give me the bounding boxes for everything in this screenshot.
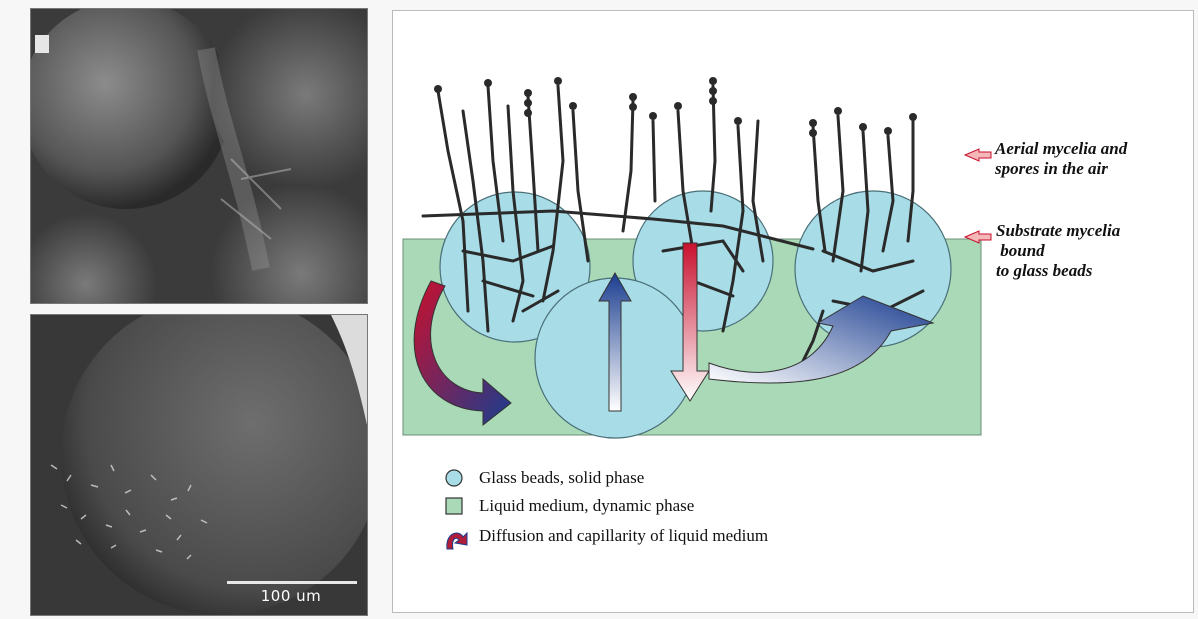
annotation-substrate-mycelia: Substrate mycelia bound to glass beads (996, 221, 1120, 281)
legend-item-diffusion: Diffusion and capillarity of liquid medi… (445, 525, 768, 547)
legend-item-liquid-medium: Liquid medium, dynamic phase (445, 495, 694, 517)
legend-item-glass-beads: Glass beads, solid phase (445, 467, 644, 489)
legend-label: Diffusion and capillarity of liquid medi… (479, 526, 768, 546)
pointer-arrow-aerial (965, 149, 991, 161)
spore-chains (434, 77, 917, 137)
schematic-svg (393, 11, 1195, 614)
annotation-aerial-mycelia: Aerial mycelia and spores in the air (995, 139, 1127, 179)
schematic-diagram-panel: Aerial mycelia and spores in the air Sub… (392, 10, 1194, 613)
sem-micrograph-top (30, 8, 368, 304)
legend-label: Glass beads, solid phase (479, 468, 644, 488)
sem-micrograph-bottom: 100 um (30, 314, 368, 616)
micrograph-bottom-image (31, 315, 367, 615)
micrograph-top-image (31, 9, 367, 303)
legend-label: Liquid medium, dynamic phase (479, 496, 694, 516)
scale-bar-label: 100 um (241, 587, 341, 605)
